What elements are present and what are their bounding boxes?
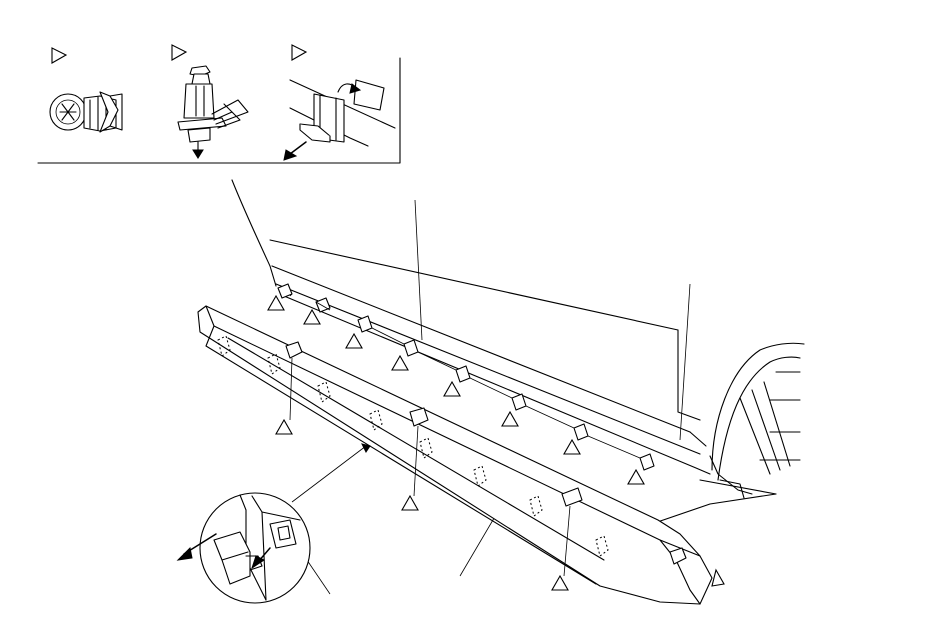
body-clip (574, 424, 588, 440)
detail-clip (270, 520, 296, 548)
molding-clip-marker (402, 496, 418, 510)
rear-clip-leader (680, 284, 690, 440)
body-clip-marker (444, 382, 460, 396)
body-clip-marker (502, 412, 518, 426)
molding-end-marker (712, 570, 724, 586)
legend-panel-push-clip (50, 48, 122, 132)
body-clip-marker (304, 310, 320, 324)
triangle-marker (292, 45, 306, 60)
door-front-edge (232, 180, 276, 286)
push-clip-icon (50, 92, 122, 132)
molding-leader (460, 508, 500, 576)
molding-clip (286, 342, 302, 358)
body-clip-marker (628, 470, 644, 484)
rear-body-line (678, 330, 700, 420)
legend-panel-bracket-clip (284, 45, 395, 160)
molding-clip-marker (276, 420, 292, 434)
molding-clip-marker (552, 576, 568, 590)
molding-clip-seats (218, 336, 608, 556)
molding-clip (562, 488, 582, 506)
detail-view (178, 493, 310, 603)
triangle-marker (52, 48, 66, 63)
pin-clip-pliers-icon (178, 66, 248, 158)
detail-callout-leader (292, 446, 366, 502)
body-clip (640, 454, 654, 470)
legend-panel-pin-clip (172, 45, 248, 158)
body-clip (316, 298, 330, 312)
fastener-legend (38, 45, 400, 163)
molding-clip (670, 548, 686, 564)
molding-clip (410, 408, 428, 426)
side-sill-molding (198, 306, 712, 604)
body-clip (358, 316, 372, 332)
body-clip (404, 340, 418, 356)
vehicle-body (232, 180, 804, 530)
body-clip-marker (392, 356, 408, 370)
clip-markers (268, 296, 724, 590)
body-clip-marker (564, 440, 580, 454)
legend-frame (38, 58, 400, 163)
molding-clips (286, 342, 686, 564)
rear-wheel-arch (634, 343, 804, 530)
body-clip-marker (268, 296, 284, 310)
rocker-panel-edge (272, 266, 690, 432)
clip-row-leader (415, 200, 422, 340)
detail-circle (200, 493, 310, 603)
bracket-clip-icon (284, 80, 395, 160)
body-clip-marker (346, 334, 362, 348)
triangle-marker (172, 45, 186, 60)
body-clips (278, 284, 654, 470)
